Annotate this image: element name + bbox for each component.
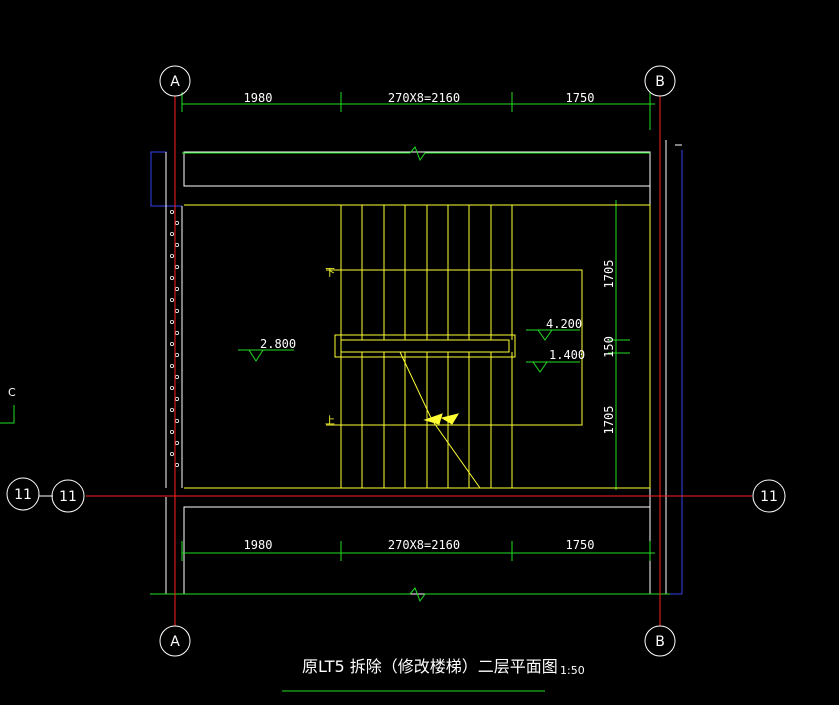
top-wall: [183, 151, 651, 187]
level-landing-upper: 4.200: [546, 317, 582, 331]
bubble-b-bottom-label: B: [655, 634, 665, 650]
bubble-b-top-label: B: [655, 74, 665, 90]
hatch-dot: [174, 264, 179, 269]
drawing-scale: 1:50: [560, 664, 585, 677]
bubble-11-left: [51, 479, 85, 513]
level-marker-upper: [526, 329, 580, 341]
bubble-11-far-left-label: 11: [14, 487, 32, 503]
level-markers: [238, 329, 580, 373]
stair-direction-arrow: [399, 351, 481, 489]
stair-handrail-outer: [334, 334, 516, 358]
level-marker-floor: [238, 349, 294, 362]
bubble-a-top: [159, 65, 191, 97]
bubble-a-bottom-label: A: [170, 634, 180, 650]
hatch-dot: [169, 407, 174, 412]
hatch-dot: [174, 286, 179, 291]
bottom-break-line: [150, 587, 670, 603]
hatch-dot: [174, 242, 179, 247]
bubble-a-bottom: [159, 625, 191, 657]
hatch-dot: [169, 253, 174, 258]
hatch-dot: [174, 418, 179, 423]
bubble-a-top-label: A: [170, 74, 180, 90]
hatch-dot: [169, 341, 174, 346]
hatch-dot: [174, 352, 179, 357]
bottom-dim-3: 1750: [566, 538, 595, 552]
bubble-b-top: [644, 65, 676, 97]
arrow-head-1: [423, 413, 443, 425]
top-dim-2: 270X8=2160: [388, 91, 460, 105]
hatch-dot: [169, 429, 174, 434]
hatch-dot: [169, 231, 174, 236]
grid-axes: [86, 96, 752, 626]
slab-outlines: [150, 150, 683, 595]
drawing-title: 原LT5 拆除（修改楼梯）二层平面图: [302, 657, 558, 676]
top-dim-3: 1750: [566, 91, 595, 105]
stair-frame: [184, 204, 651, 489]
level-landing-lower: 1.400: [549, 348, 585, 362]
bubble-11-far-left: [6, 477, 40, 511]
hatch-dot: [174, 308, 179, 313]
level-marker-lower: [526, 361, 580, 373]
axis-c-label: C: [8, 386, 16, 399]
walls: [165, 140, 682, 595]
hatch-dot: [169, 275, 174, 280]
stair-handrail-inner: [340, 339, 510, 353]
dimension-lines: [0, 92, 670, 692]
wall-hatch: [169, 209, 179, 467]
hatch-dot: [169, 297, 174, 302]
right-dim-1: 1705: [602, 260, 616, 289]
top-dim-1: 1980: [244, 91, 273, 105]
hatch-dot: [169, 363, 174, 368]
hatch-dot: [169, 319, 174, 324]
hatch-dot: [174, 396, 179, 401]
hatch-dot: [174, 330, 179, 335]
bottom-dim-2: 270X8=2160: [388, 538, 460, 552]
stair-down-label: 下: [325, 268, 335, 279]
hatch-dot: [174, 440, 179, 445]
hatch-dot: [174, 220, 179, 225]
hatch-dot: [169, 451, 174, 456]
arrow-head-2: [440, 413, 460, 425]
bubble-11-right: [752, 479, 786, 513]
stair: [184, 204, 651, 489]
hatch-dot: [174, 462, 179, 467]
bubble-b-bottom: [644, 625, 676, 657]
bubble-11-left-label: 11: [59, 489, 77, 505]
stair-up-label: 上: [325, 415, 335, 427]
stair-treads: [340, 205, 513, 488]
right-dim-3: 1705: [602, 406, 616, 435]
left-slab-stub: [150, 151, 167, 207]
bottom-dim-1: 1980: [244, 538, 273, 552]
right-dim-2: 150: [602, 336, 616, 358]
hatch-dot: [174, 374, 179, 379]
bubble-11-right-label: 11: [760, 489, 778, 505]
level-floor: 2.800: [260, 337, 296, 351]
grid-bubbles: [6, 65, 786, 657]
hatch-dot: [169, 385, 174, 390]
axis-c-marker: [0, 405, 15, 424]
hatch-dot: [169, 209, 174, 214]
top-break-line: [182, 146, 650, 162]
